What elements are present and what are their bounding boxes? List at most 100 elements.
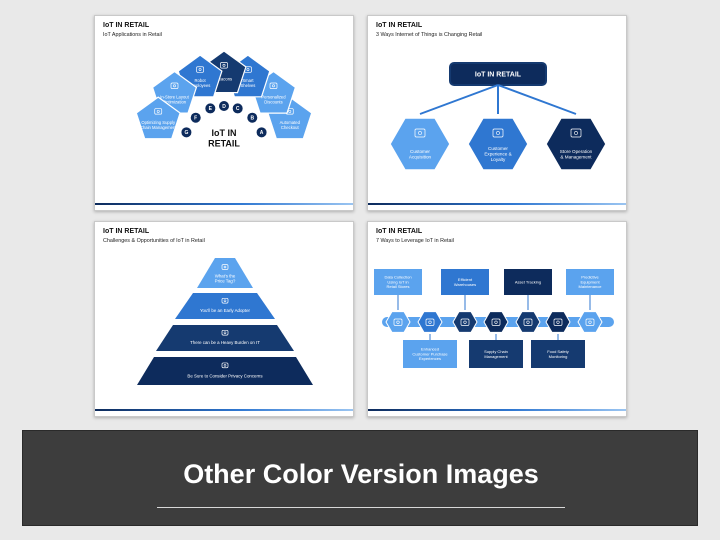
robot-icon <box>196 66 204 73</box>
asset-box-icon <box>523 318 533 326</box>
application-label: Smart <box>242 78 254 83</box>
way-label: Customer <box>488 146 508 151</box>
application-label: Employees <box>190 83 211 88</box>
box-shape <box>504 269 552 295</box>
step-label: Data Collection <box>384 275 411 280</box>
slide-title: IoT IN RETAIL <box>103 22 150 29</box>
box-shape <box>469 340 523 368</box>
letter-badge <box>205 103 216 114</box>
rocket-icon <box>221 297 229 304</box>
step-label: Enhanced <box>421 347 439 352</box>
data-icon <box>393 318 403 326</box>
banner-underline <box>157 507 565 508</box>
tier-label: Be Sure to Consider Privacy Concerns <box>187 374 263 379</box>
slide-subtitle: IoT Applications in Retail <box>103 32 162 38</box>
timeline-node <box>515 311 541 333</box>
letter-label: G <box>184 130 188 136</box>
application-label: Personalized <box>261 94 286 99</box>
timeline-node <box>545 311 571 333</box>
slide-thumbnail-three-ways[interactable]: IoT IN RETAIL 3 Ways Internet of Things … <box>367 15 627 211</box>
layout-icon <box>170 82 179 89</box>
privacy-shield-icon <box>221 362 229 369</box>
step-label: Maintenance <box>579 284 603 289</box>
way-label: Loyalty <box>491 157 506 162</box>
slide-footer-bar <box>95 409 353 411</box>
box-shape <box>374 269 422 295</box>
application-label: Robot <box>194 78 206 83</box>
slide-thumbnail-iot-applications[interactable]: IoT IN RETAIL IoT Applications in Retail… <box>94 15 354 211</box>
pentagon-shape <box>135 96 181 140</box>
node-hexagon <box>452 311 478 333</box>
store-icon <box>570 128 582 138</box>
supply-chain-icon <box>491 318 501 326</box>
purchase-icon <box>425 318 435 326</box>
food-safety-icon <box>553 318 563 326</box>
application-label: Optimization <box>163 99 187 104</box>
step-label: Management <box>484 354 508 359</box>
node-hexagon <box>483 311 509 333</box>
color-versions-banner: Other Color Version Images <box>22 430 698 526</box>
way-label: Acquisition <box>409 154 432 159</box>
banner-title: Other Color Version Images <box>183 459 539 489</box>
discount-tag-icon <box>269 82 278 89</box>
applications-diagram: AutomatedCheckoutAPersonalizedDiscountsB… <box>135 50 313 149</box>
application-label: Chain Management <box>140 125 177 130</box>
people-icon <box>414 128 426 138</box>
step-label: Warehouses <box>454 282 476 287</box>
letter-badge <box>219 101 229 111</box>
timeline-node <box>577 311 603 333</box>
node-hexagon <box>577 311 603 333</box>
tier-label: There can be a Heavy Burden on IT <box>190 340 260 345</box>
step-label: Food Safety <box>547 349 569 354</box>
step-label: Asset Tracking <box>515 279 541 284</box>
timeline-node <box>452 311 478 333</box>
box-shape <box>566 269 614 295</box>
letter-badge <box>256 127 267 138</box>
node-hexagon <box>515 311 541 333</box>
letter-label: F <box>194 115 197 121</box>
slide-title: IoT IN RETAIL <box>376 22 423 29</box>
tier-label: You'll be an Early Adopter <box>200 308 251 313</box>
center-title: IoT IN <box>212 128 237 138</box>
letter-label: B <box>250 115 254 121</box>
box-shape <box>441 269 489 295</box>
letter-label: D <box>222 104 226 110</box>
slide-thumbnail-challenges-pyramid[interactable]: IoT IN RETAIL Challenges & Opportunities… <box>94 221 354 417</box>
node-hexagon <box>545 311 571 333</box>
timeline-node <box>417 311 443 333</box>
way-label: & Management <box>560 154 592 159</box>
slide-thumbnail-seven-ways[interactable]: IoT IN RETAIL 7 Ways to Leverage IoT in … <box>367 221 627 417</box>
pyramid-tier: Be Sure to Consider Privacy Concerns <box>137 357 313 385</box>
pyramid-tier: You'll be an Early Adopter <box>175 293 275 319</box>
warehouse-icon <box>460 318 470 326</box>
slide-footer-bar <box>368 409 626 411</box>
three-ways-diagram: IoT IN RETAILCustomerAcquisitionCustomer… <box>389 62 607 171</box>
slide-title: IoT IN RETAIL <box>103 228 150 235</box>
way-label: Customer <box>410 149 430 154</box>
header-box-label: IoT IN RETAIL <box>475 71 522 78</box>
tier-shape <box>197 258 253 288</box>
letter-badge <box>232 103 243 114</box>
maintenance-icon <box>585 318 595 326</box>
top-step-box: Asset Tracking <box>504 269 552 310</box>
letter-label: C <box>236 106 240 112</box>
slide-footer-bar <box>368 203 626 205</box>
tier-shape <box>175 293 275 319</box>
application-label: In-Store Layout <box>160 94 189 99</box>
pyramid-tier: There can be a Heavy Burden on IT <box>156 325 294 351</box>
letter-label: A <box>260 130 264 136</box>
application-label: Checkout <box>281 125 300 130</box>
gears-people-icon <box>492 128 504 138</box>
application-label: Discounts <box>264 99 282 104</box>
letter-label: E <box>209 106 213 112</box>
timeline-node <box>385 311 411 333</box>
center-title: RETAIL <box>208 139 240 149</box>
monitor-gear-icon <box>221 329 229 336</box>
